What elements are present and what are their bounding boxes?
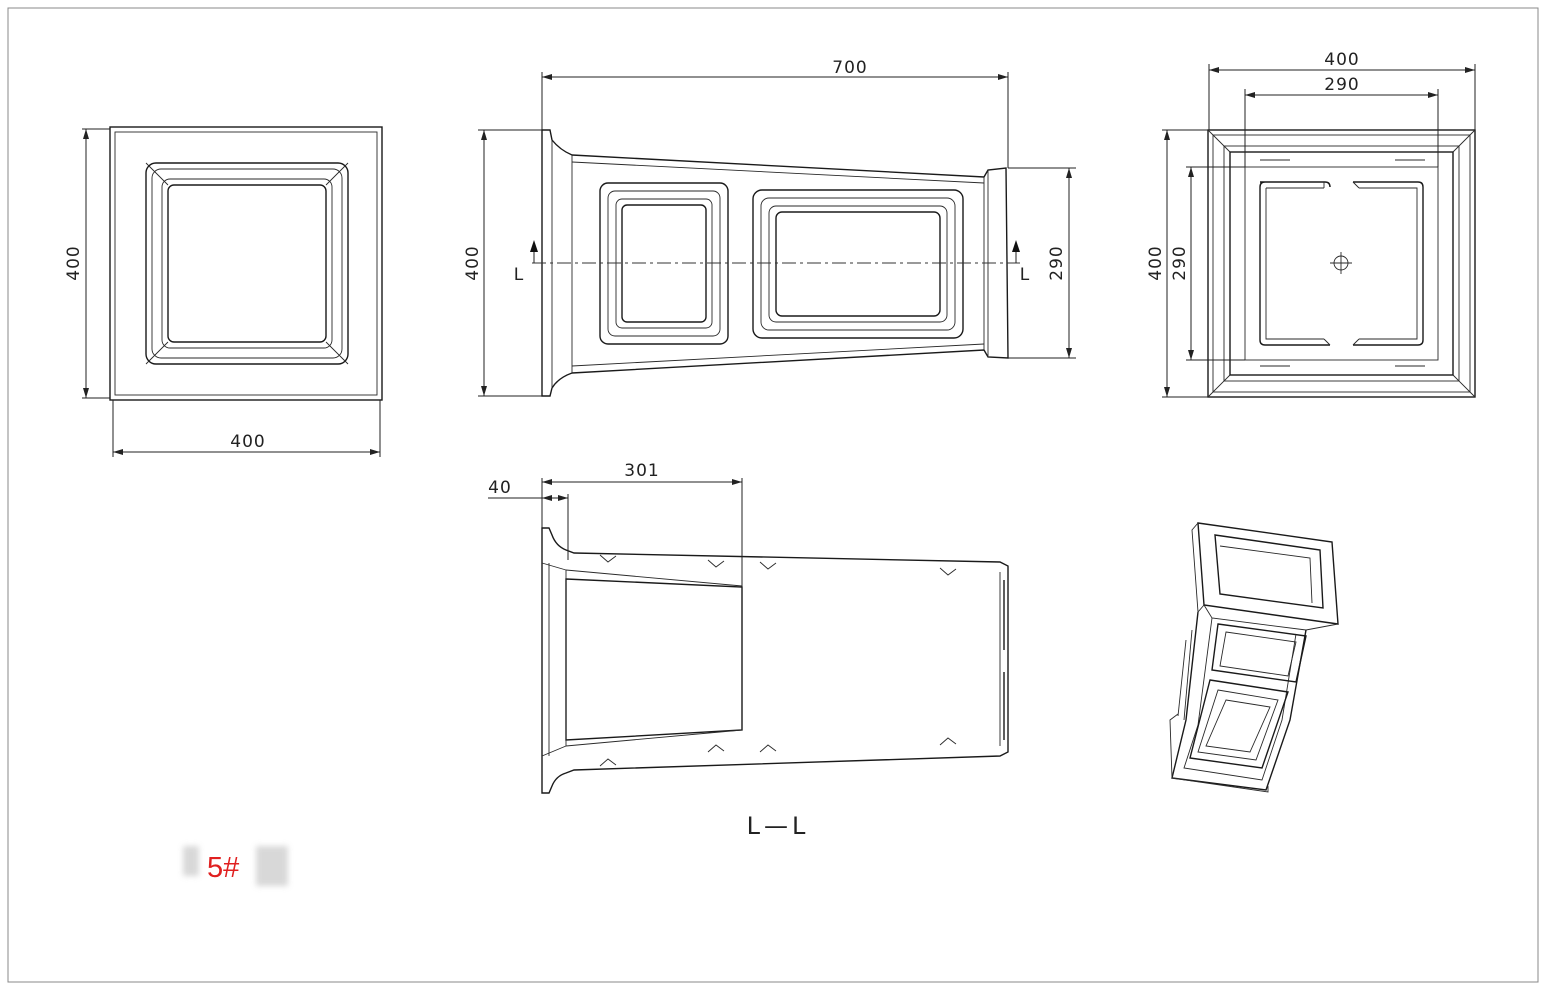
sheet-border [7, 7, 1539, 983]
section-title: L—L [747, 812, 810, 840]
dim-end-height-inner: 290 [1170, 245, 1190, 280]
redacted-mark-right [256, 846, 288, 886]
dim-side-length: 700 [832, 58, 867, 78]
section-marker-left: L [514, 265, 524, 285]
side-view: L L 700 400 290 [463, 58, 1076, 397]
dim-side-height: 400 [463, 245, 483, 280]
dim-end-outer: 400 [1324, 50, 1359, 70]
top-view: 400 400 [64, 126, 383, 457]
redacted-mark-left [183, 846, 199, 876]
end-view: 400 290 400 290 [1146, 50, 1476, 398]
dim-side-small-end: 290 [1047, 245, 1067, 280]
dim-section-wall: 40 [488, 478, 512, 498]
dim-end-height-outer: 400 [1146, 245, 1166, 280]
dim-end-inner: 290 [1324, 75, 1359, 95]
section-view: 301 40 L—L [488, 461, 1009, 840]
dim-section-depth: 301 [624, 461, 659, 481]
part-label: 5# [207, 852, 240, 884]
section-marker-right: L [1020, 265, 1030, 285]
isometric-view [1169, 522, 1339, 793]
dim-top-height: 400 [64, 245, 84, 280]
dim-top-width: 400 [230, 432, 265, 452]
